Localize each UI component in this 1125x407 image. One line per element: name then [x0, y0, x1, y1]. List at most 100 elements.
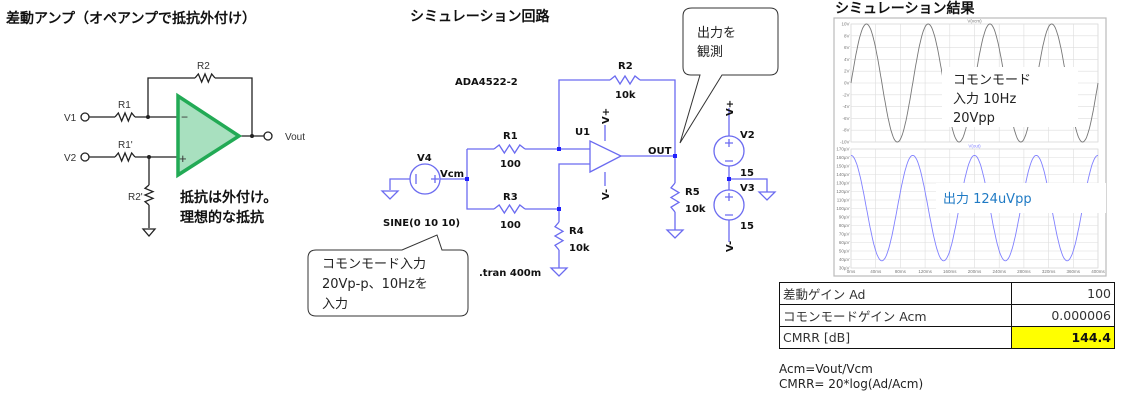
nodes [465, 147, 731, 211]
y-tick-label: 10V [841, 22, 849, 27]
supply-polarity [725, 139, 733, 216]
opamp-triangle [176, 92, 243, 179]
y-tick-label: -10V [840, 140, 850, 145]
r1-value: 100 [500, 159, 521, 170]
middle-title: シミュレーション回路 [410, 8, 550, 25]
v2-label: V2 [740, 130, 755, 141]
x-tick-label: 320ms [1042, 269, 1056, 274]
formula-acm: Acm=Vout/Vcm [779, 362, 873, 376]
left-title: 差動アンプ（オペアンプで抵抗外付け） [6, 10, 256, 27]
x-tick-label: 280ms [1017, 269, 1031, 274]
r4-value: 10k [569, 243, 590, 254]
r5-value: 10k [685, 204, 706, 215]
y-tick-label: -6V [842, 116, 849, 121]
x-tick-label: 120ms [918, 269, 932, 274]
y-tick-label: -2V [842, 92, 849, 97]
callout-text: 入力 [322, 297, 348, 312]
y-tick-label: 6V [844, 45, 850, 50]
note-line: 理想的な抵抗 [180, 209, 264, 226]
overlay-text: 入力 10Hz [953, 92, 1016, 107]
table-row: CMRR [dB]144.4 [778, 326, 1115, 349]
vout-label: Vout [285, 132, 305, 143]
x-tick-label: 400ms [1091, 269, 1105, 274]
v3-vminus-label: V- [725, 241, 736, 252]
y-tick-label: -4V [842, 104, 849, 109]
y-tick-label: 90µV [839, 215, 850, 220]
series-line [850, 154, 1099, 262]
overlay-text: コモンモード [953, 73, 1031, 88]
y-tick-label: 0V [844, 81, 850, 86]
y-tick-label: 120µV [836, 189, 849, 194]
v1-terminal [80, 112, 90, 122]
tran-directive: .tran 400m [479, 268, 541, 279]
junction [250, 134, 254, 138]
source-v2 [713, 135, 745, 167]
u1-label: U1 [575, 127, 590, 138]
resistor-r2 [194, 72, 216, 84]
callout-text: 20Vp-p、10Hzを [322, 277, 428, 292]
vminus-label: V- [601, 189, 612, 200]
y-tick-label: -8V [842, 128, 849, 133]
part-label: ADA4522-2 [455, 77, 518, 88]
x-tick-label: 80ms [895, 269, 907, 274]
y-tick-label: 60µV [839, 240, 850, 245]
r2-value: 10k [615, 90, 636, 101]
x-tick-label: 160ms [943, 269, 957, 274]
y-tick-label: 70µV [839, 232, 850, 237]
row-value: 0.000006 [1011, 304, 1115, 327]
callout-text: 観測 [697, 45, 723, 60]
y-tick-label: 170µV [836, 147, 849, 152]
plot-title: V(out) [968, 144, 981, 149]
y-tick-label: 50µV [839, 249, 850, 254]
junction [146, 115, 150, 119]
differential-amp-schematic: − + V1 V2 R1 R1' R2 R2' Vout [64, 61, 305, 237]
overlay-text: 20Vpp [953, 111, 995, 126]
callout-text: 出力を [697, 26, 736, 41]
vplus-label: V+ [601, 108, 612, 124]
note-line: 抵抗は外付け。 [180, 189, 277, 206]
r2p-label: R2' [128, 192, 143, 203]
resistor-r5 [669, 182, 681, 213]
callout-text: コモンモード入力 [322, 257, 426, 272]
r2-label: R2 [618, 61, 633, 72]
r1-label: R1 [503, 131, 518, 142]
results-title: シミュレーション結果 [835, 0, 975, 17]
y-tick-label: 80µV [839, 223, 850, 228]
y-tick-label: 160µV [836, 155, 849, 160]
wires [389, 79, 768, 268]
x-tick-label: 200ms [968, 269, 982, 274]
resistor-r1p [114, 151, 136, 163]
y-tick-label: 140µV [836, 172, 849, 177]
out-label: OUT [648, 146, 672, 157]
y-tick-label: 150µV [836, 164, 849, 169]
y-tick-label: 130µV [836, 181, 849, 186]
r3-value: 100 [500, 220, 521, 231]
source-v3 [713, 189, 745, 221]
r5-label: R5 [685, 187, 700, 198]
v2-value: 15 [740, 168, 754, 179]
r1p-label: R1' [118, 140, 133, 151]
ground-icon [141, 228, 157, 237]
row-value: 100 [1011, 282, 1115, 305]
x-tick-label: 0ms [847, 269, 856, 274]
y-tick-label: 40µV [839, 257, 850, 262]
overlay-output-text: 出力 124uVpp [943, 192, 1032, 207]
v3-label: V3 [740, 183, 755, 194]
y-tick-label: 8V [844, 33, 850, 38]
r1-label: R1 [118, 100, 131, 111]
formula-cmrr: CMRR= 20*log(Ad/Acm) [779, 377, 924, 391]
y-tick-label: 110µV [837, 198, 850, 203]
ltspice-schematic: ADA4522-2 R1 100 R3 100 R2 10k R4 10k R5… [380, 61, 777, 279]
sine-directive: SINE(0 10 10) [383, 218, 460, 229]
source-v4 [409, 163, 441, 195]
x-tick-label: 360ms [1067, 269, 1081, 274]
row-label: コモンモードゲイン Acm [778, 304, 1013, 327]
overlay-output-box [936, 183, 1106, 213]
v2-vplus-label: V+ [725, 100, 736, 116]
junction [147, 155, 151, 159]
resistor-r1 [493, 143, 526, 155]
